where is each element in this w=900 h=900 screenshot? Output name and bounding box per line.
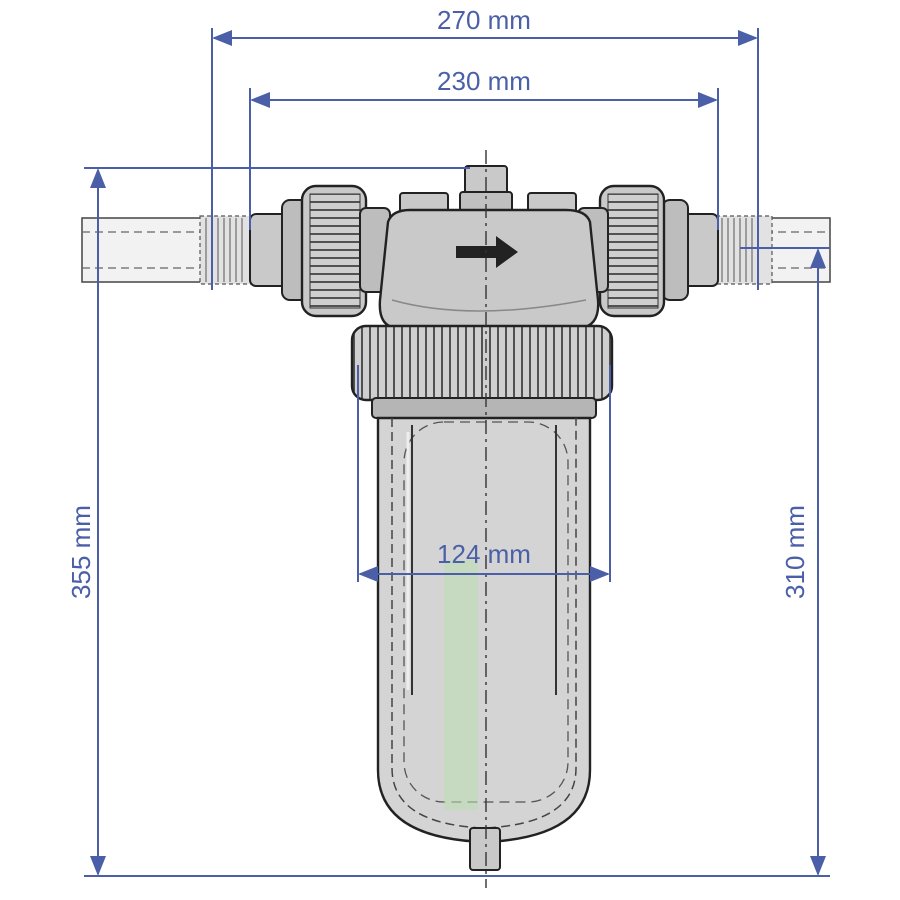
inlet-pipe — [81, 215, 257, 285]
bowl-collar — [350, 324, 614, 419]
inlet-union-nut — [281, 184, 391, 318]
label-bowl-diameter: 124 mm — [437, 539, 531, 569]
filter-head — [378, 165, 600, 330]
right-arrow-icon — [456, 236, 518, 268]
filter-bowl — [376, 416, 592, 871]
label-port-width: 230 mm — [437, 66, 531, 96]
filter-cartridge — [444, 560, 478, 810]
drain-plug — [469, 827, 501, 871]
outlet-pipe — [699, 215, 831, 285]
label-overall-width: 270 mm — [437, 5, 531, 35]
label-height-below-ports: 310 mm — [780, 505, 810, 599]
label-total-height: 355 mm — [66, 505, 96, 599]
